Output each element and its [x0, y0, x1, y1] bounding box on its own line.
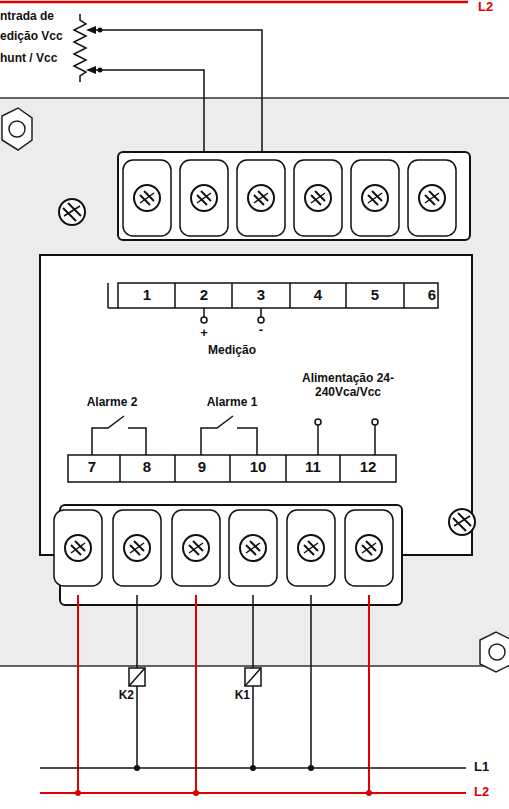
relay-contact — [201, 416, 257, 455]
label: K1 — [235, 689, 250, 703]
terminal-screw — [362, 185, 388, 211]
terminal-block — [60, 505, 402, 605]
terminal-number: 12 — [360, 458, 377, 475]
label: - — [259, 323, 263, 338]
label: Medição — [208, 344, 256, 358]
terminal-number: 6 — [428, 286, 436, 303]
number-strip — [68, 455, 396, 482]
terminal-cell — [54, 510, 102, 586]
terminal-screw — [183, 535, 209, 561]
terminal-cell — [345, 510, 393, 586]
relay-contact — [92, 416, 146, 455]
panel — [0, 98, 509, 666]
terminal-screw — [124, 535, 150, 561]
terminal-number: 8 — [143, 458, 151, 475]
hex-nut — [480, 632, 509, 672]
terminal-cell — [237, 160, 285, 236]
terminal-cell — [123, 160, 171, 236]
relay-coil — [129, 668, 261, 686]
l2-line — [0, 1, 468, 4]
terminal-cell — [351, 160, 399, 236]
terminal-cell — [172, 510, 220, 586]
l1-wire — [40, 595, 466, 768]
hex-nut — [2, 108, 32, 150]
label: Alimentação 24-240Vca/Vcc — [292, 372, 404, 400]
terminal-cell — [408, 160, 456, 236]
terminal-number: 2 — [200, 286, 208, 303]
shunt-resistor — [74, 14, 86, 82]
label: Alarme 2 — [87, 396, 138, 410]
terminal-number: 3 — [257, 286, 265, 303]
terminal-number: 1 — [143, 286, 151, 303]
label: L1 — [474, 760, 489, 775]
mounting-screw — [59, 199, 85, 225]
terminal-cell — [113, 510, 161, 586]
terminal-cell — [229, 510, 277, 586]
label: + — [200, 326, 208, 341]
l2-wire — [40, 595, 466, 793]
terminal-screw — [65, 535, 91, 561]
terminal-number: 9 — [198, 458, 206, 475]
label: K2 — [119, 689, 134, 703]
terminal-number: 4 — [314, 286, 322, 303]
terminal-number: 10 — [250, 458, 267, 475]
mounting-screw — [449, 509, 475, 535]
number-strip — [118, 283, 438, 308]
measure-wire — [96, 30, 262, 172]
terminal-screw — [356, 535, 382, 561]
terminal-number: 5 — [371, 286, 379, 303]
label: hunt / Vcc — [0, 52, 57, 66]
terminal-screw — [191, 185, 217, 211]
terminal-screw — [240, 535, 266, 561]
terminal-number: 7 — [88, 458, 96, 475]
label: L2 — [478, 0, 493, 15]
label: L2 — [474, 785, 489, 800]
terminal-screw — [419, 185, 445, 211]
terminal-cell — [180, 160, 228, 236]
terminal-cell — [294, 160, 342, 236]
label: ntrada de — [0, 10, 54, 24]
terminal-screw — [298, 535, 324, 561]
terminal-screw — [248, 185, 274, 211]
label: Alarme 1 — [207, 396, 258, 410]
terminal-block — [118, 152, 470, 240]
terminal-cell — [287, 510, 335, 586]
terminal-screw — [134, 185, 160, 211]
terminal-number: 11 — [305, 458, 321, 475]
terminal-screw — [305, 185, 331, 211]
label: edição Vcc — [0, 30, 63, 44]
